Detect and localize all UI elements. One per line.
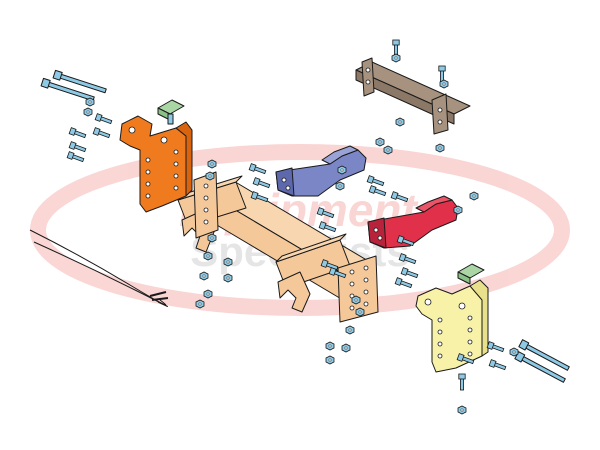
hex-nut bbox=[345, 325, 355, 335]
hex-nut bbox=[375, 137, 385, 147]
hex-nut bbox=[395, 117, 405, 127]
hex-nut bbox=[453, 205, 463, 215]
long-bolt bbox=[518, 339, 570, 371]
short-bolt bbox=[316, 207, 335, 219]
short-bolt bbox=[248, 163, 267, 175]
wiring-harness bbox=[29, 229, 169, 307]
hex-nut bbox=[325, 341, 335, 351]
short-bolt bbox=[252, 177, 271, 189]
long-bolt bbox=[52, 69, 107, 94]
right-mount-bracket bbox=[415, 279, 489, 373]
short-bolt bbox=[68, 141, 87, 153]
hex-nut bbox=[337, 165, 347, 175]
hex-nut bbox=[195, 299, 205, 309]
hex-nut bbox=[469, 191, 479, 201]
short-bolt bbox=[396, 235, 415, 247]
hex-nut bbox=[457, 405, 467, 415]
long-bolts bbox=[40, 69, 570, 383]
hex-nut bbox=[203, 289, 213, 299]
hex-nut bbox=[325, 355, 335, 365]
hex-nut bbox=[223, 257, 233, 267]
short-bolt bbox=[486, 341, 505, 353]
brown-crossbar bbox=[355, 57, 471, 135]
hex-nut bbox=[83, 107, 93, 117]
short-bolt bbox=[458, 373, 466, 391]
short-bolt bbox=[94, 113, 113, 125]
short-bolt bbox=[438, 65, 446, 83]
hex-nut bbox=[355, 307, 365, 317]
short-bolt bbox=[66, 151, 85, 163]
red-support-bracket bbox=[367, 195, 459, 249]
hex-nut bbox=[383, 145, 393, 155]
hex-nut bbox=[439, 79, 449, 89]
short-bolt bbox=[488, 359, 507, 371]
main-frame bbox=[177, 171, 379, 323]
hex-nut bbox=[203, 251, 213, 261]
left-mount-bracket bbox=[119, 115, 193, 213]
hex-nut bbox=[341, 343, 351, 353]
short-bolt bbox=[328, 267, 347, 279]
hex-nut bbox=[207, 233, 217, 243]
long-bolt bbox=[40, 77, 95, 102]
short-bolt bbox=[456, 353, 475, 365]
short-bolt bbox=[68, 127, 87, 139]
blue-support-bracket bbox=[275, 145, 367, 197]
short-bolt bbox=[318, 221, 337, 233]
hex-nut bbox=[335, 181, 345, 191]
short-bolt bbox=[400, 267, 419, 279]
short-bolt bbox=[390, 191, 409, 203]
short-bolt bbox=[250, 191, 269, 203]
short-bolt bbox=[394, 277, 413, 289]
hex-nut bbox=[351, 295, 361, 305]
hex-nut bbox=[85, 97, 95, 107]
left-clip-plate bbox=[157, 99, 185, 125]
hex-nut bbox=[391, 53, 401, 63]
hex-nut bbox=[435, 143, 445, 153]
hex-nut bbox=[199, 271, 209, 281]
hex-nut bbox=[509, 347, 519, 357]
fasteners bbox=[66, 39, 519, 415]
short-bolt bbox=[92, 127, 111, 139]
right-clip-plate bbox=[457, 263, 485, 285]
hex-nut bbox=[207, 159, 217, 169]
short-bolt bbox=[368, 185, 387, 197]
short-bolt bbox=[366, 175, 385, 187]
hex-nut bbox=[205, 171, 215, 181]
hex-nut bbox=[223, 273, 233, 283]
short-bolt bbox=[398, 253, 417, 265]
